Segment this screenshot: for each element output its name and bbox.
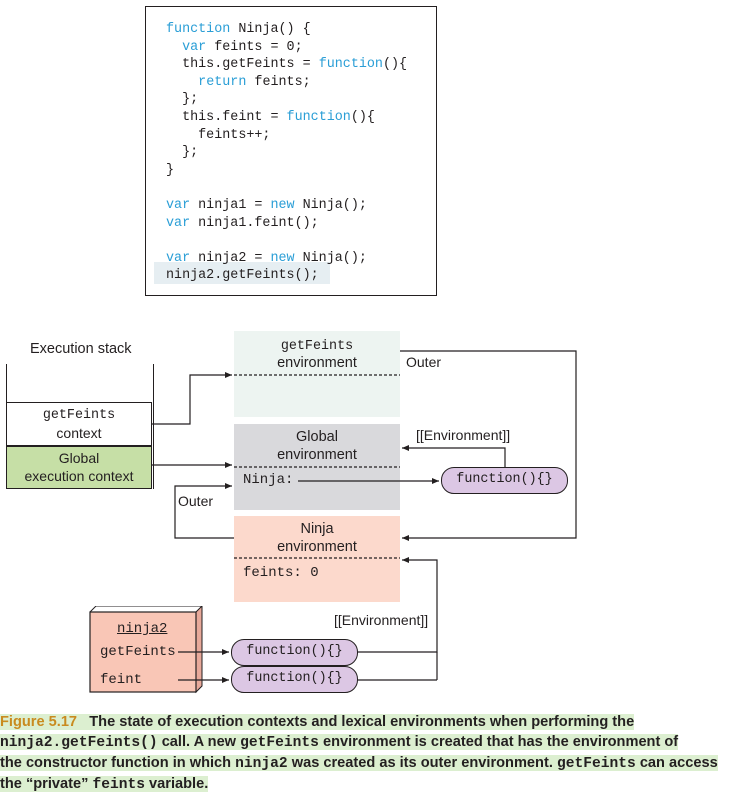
code-text [166,75,198,90]
getfeints-env-name: getFeints [280,339,354,354]
caption-line-2: ninja2.getFeints() call. A new getFeints… [0,734,679,751]
ninja2-object-shape [89,606,203,694]
outer-arrow-ninja [174,483,234,539]
caption-code-5: feints [92,777,145,793]
caption-text-3c: can access [635,755,718,771]
global-env-line1: Global [296,429,338,445]
code-text: feints = 0; [206,39,303,55]
figure-caption: Figure 5.17 The state of execution conte… [0,712,740,795]
environment-arrow-ninja [358,557,438,653]
code-line: this.feint = function(){ [166,109,375,127]
caption-text-4a: the “private” [0,776,93,792]
caption-text-2a: call. A new [157,734,241,750]
ninja2-object-title: ninja2 [117,621,168,637]
code-keyword: var [182,39,207,55]
code-text: Ninja(); [294,198,367,213]
code-line: } [166,162,174,180]
feint-function-object: function(){} [231,666,358,693]
global-env-line2: environment [277,447,357,463]
code-line: var ninja2 = new Ninja(); [166,250,367,268]
getfeints-context: getFeints context [6,402,152,446]
ninja2-prop-feint: feint [100,672,143,688]
outer-arrow-getfeints [400,350,577,541]
global-env-ninja-var: Ninja: [243,472,294,488]
code-text: Ninja() { [230,22,311,37]
getfeints-context-label: context [56,425,102,441]
getfeints-environment: getFeints environment [234,331,400,417]
code-keyword: var [166,215,191,231]
caption-code-2: getFeints [240,735,319,751]
code-text: (){ [382,57,408,73]
ninja-env-line1: Ninja [300,521,334,537]
code-line: }; [166,144,198,162]
code-text: } [166,162,175,178]
code-text: ninja2.getFeints(); [166,268,319,284]
environment-label-methods: [[Environment]] [334,612,429,628]
global-context-line1: Global [58,450,100,466]
getfeints-context-arrow [152,372,232,425]
code-line: return feints; [166,74,311,92]
ninja-function-object: function(){} [441,467,568,494]
code-text: }; [166,145,199,161]
code-keyword: function [286,110,351,125]
code-text: ninja1 = [190,198,271,213]
code-line: this.getFeints = function(){ [166,56,407,74]
outer-label-getfeints: Outer [406,354,442,370]
caption-code-4: getFeints [556,756,636,772]
code-line: function Ninja() { [166,21,311,39]
code-line: var ninja1 = new Ninja(); [166,197,367,215]
global-context-line2: execution context [24,468,134,484]
code-text [166,40,182,55]
code-text: feints++; [166,127,271,143]
code-keyword: return [198,74,247,90]
ninja-environment: Ninja environment feints: 0 [234,516,400,602]
code-text: ninja2 = [190,250,271,266]
caption-text-4b: variable. [145,776,209,792]
environment-label-ninja: [[Environment]] [416,427,511,443]
code-keyword: new [270,198,295,213]
code-line: ninja2.getFeints(); [166,267,319,285]
caption-line-3: the constructor function in which ninja2… [0,755,718,772]
code-keyword: function [318,57,383,73]
global-execution-context: Global execution context [6,446,152,489]
code-text: feints; [246,74,311,90]
code-line: }; [166,91,198,109]
getfeints-context-name: getFeints [42,408,116,423]
caption-text-1: The state of execution contexts and lexi… [89,714,635,730]
caption-line-1: Figure 5.17 The state of execution conte… [0,714,635,730]
execution-stack-label: Execution stack [30,341,132,357]
figure-number: Figure 5.17 [0,714,78,730]
code-keyword: new [270,250,295,266]
code-text: this.getFeints = [166,57,319,73]
code-line: var feints = 0; [166,39,303,57]
code-line: var ninja1.feint(); [166,215,319,233]
ninja2-prop-getfeints: getFeints [100,644,176,660]
code-keyword: function [166,22,231,37]
ninja-env-line2: environment [277,539,357,555]
caption-text-2b: environment is created that has the envi… [318,734,679,750]
caption-code-3: ninja2 [235,756,288,772]
code-keyword: var [166,198,191,213]
current-line-highlight [154,262,330,284]
diagram-connectors [152,350,577,683]
code-text: (){ [350,110,375,125]
ninja-env-feints-var: feints: 0 [243,565,319,581]
caption-code-1: ninja2.getFeints() [0,735,158,751]
getfeints-function-object: function(){} [231,639,358,666]
code-keyword: var [166,250,191,266]
code-text: Ninja(); [294,250,367,266]
outer-label-global: Outer [178,493,214,509]
caption-line-4: the “private” feints variable. [0,776,209,793]
caption-text-3b: was created as its outer environment. [287,755,557,771]
code-listing: function Ninja() { var feints = 0; this.… [145,6,437,296]
environment-arrow-global [402,445,506,467]
code-text: }; [166,92,199,108]
code-text: this.feint = [166,110,287,125]
getfeints-env-label: environment [277,355,357,371]
code-line: feints++; [166,127,270,145]
code-text: ninja1.feint(); [190,215,319,231]
caption-text-3a: the constructor function in which [0,755,236,771]
